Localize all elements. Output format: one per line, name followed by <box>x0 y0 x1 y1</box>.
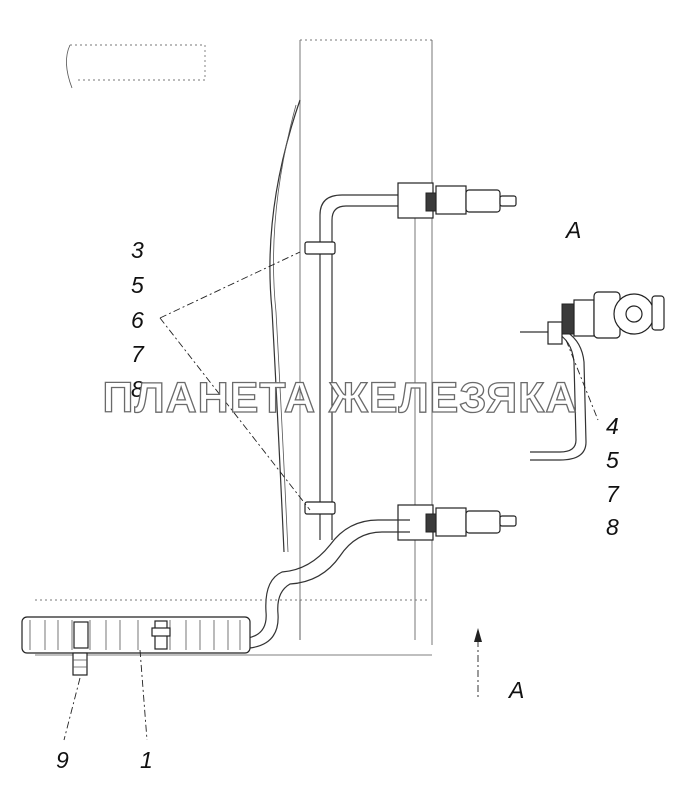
cab-panel <box>299 39 433 645</box>
callout-5: 5 <box>131 272 144 298</box>
pipe-clip-upper <box>304 241 336 255</box>
watermark-text: ПЛАНЕТА ЖЕЛЕЗЯКА <box>103 374 578 422</box>
upper-coupling-head <box>397 182 517 219</box>
lower-pipe <box>247 519 410 649</box>
accumulator-block <box>21 616 251 654</box>
pipe-clip-lower <box>304 501 336 515</box>
callout-6: 6 <box>131 307 144 333</box>
view-a-detail <box>520 291 665 461</box>
callout-9: 9 <box>56 747 69 773</box>
view-arrow <box>474 628 482 700</box>
view-a-label: A <box>564 217 581 243</box>
leader-lines-left <box>63 251 311 741</box>
air-pipe <box>319 194 410 540</box>
callout-3: 3 <box>131 237 144 263</box>
callout-7: 7 <box>131 341 145 367</box>
view-arrow-label: A <box>507 677 524 703</box>
top-bracket <box>66 44 206 89</box>
drain-valve <box>72 652 88 676</box>
callout-5-right: 5 <box>606 447 619 473</box>
frame-bottom <box>35 599 432 656</box>
callout-4: 4 <box>606 413 619 439</box>
flexible-hose <box>269 99 301 553</box>
callout-7-right: 7 <box>606 481 620 507</box>
callout-8: 8 <box>131 376 144 402</box>
callout-1: 1 <box>140 747 153 773</box>
lower-coupling-head <box>397 504 517 541</box>
callout-8-right: 8 <box>606 514 619 540</box>
